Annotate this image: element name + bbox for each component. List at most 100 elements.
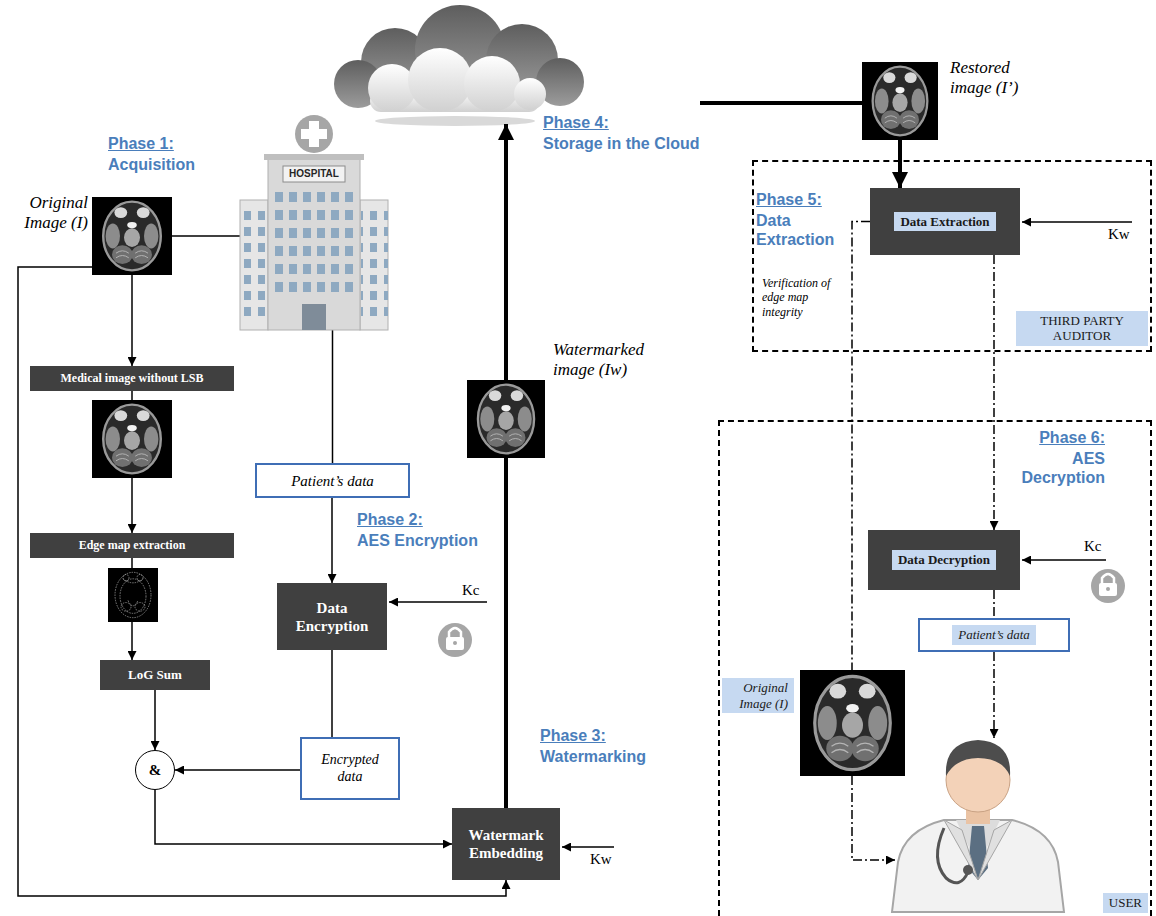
cloud-icon [464, 56, 520, 112]
hospital-building [240, 200, 268, 330]
connector [18, 267, 506, 896]
hospital-building [272, 188, 356, 296]
connector [175, 769, 300, 771]
lock-icon [1091, 569, 1125, 603]
node-text: Medical image without LSB [61, 371, 204, 385]
flow-line [700, 101, 862, 105]
process-box: Data Extraction [870, 188, 1020, 255]
data-box: Encrypted data [300, 737, 400, 800]
doctor-icon [946, 740, 1010, 776]
operator-circle: & [135, 750, 175, 790]
hospital-building [361, 208, 388, 320]
phase-number: Phase 1: [108, 134, 174, 153]
hospital-building [240, 115, 388, 330]
cloud-icon [368, 64, 416, 112]
doctor-icon [892, 820, 1064, 912]
node-text: Edge map extraction [79, 538, 186, 552]
image-caption: Watermarked image (Iw) [553, 340, 661, 379]
node-text: & [149, 761, 162, 779]
mri-image [467, 380, 545, 458]
lock-icon [1099, 583, 1117, 596]
connector [898, 140, 902, 188]
phase-title: Acquisition [108, 155, 195, 174]
edge-map-image [108, 568, 158, 622]
hospital-building [268, 156, 360, 330]
key-label: Kw [1108, 225, 1130, 243]
phase-title: Storage in the Cloud [543, 134, 699, 153]
process-box: LoG Sum [100, 660, 210, 690]
key-label: Kc [462, 581, 480, 599]
phase-number: Phase 2: [357, 510, 423, 529]
connector [331, 498, 333, 583]
lock-icon [1106, 587, 1110, 591]
building-sign: HOSPITAL [284, 167, 344, 181]
connector [331, 650, 333, 737]
doctor-icon [978, 820, 1012, 880]
cloud-icon [334, 5, 584, 126]
connector [852, 222, 870, 671]
node-text: LoG Sum [128, 667, 182, 683]
flow-line [993, 652, 995, 738]
connector [131, 275, 133, 366]
flow-line [389, 103, 1132, 860]
image-frame: Original Image (I) [92, 197, 172, 275]
mri-image [92, 197, 172, 275]
image-caption: Original Image (I) [8, 193, 88, 232]
phase-title: Watermarking [540, 747, 646, 766]
node-text: Data Decryption [892, 550, 996, 570]
lock-icon [449, 628, 461, 638]
flow-line [389, 601, 487, 603]
actor-region: USER Data DecryptionPatient’s dataOrigina… [718, 420, 1152, 916]
phase-title: Data Extraction [756, 211, 846, 249]
node-text: Patient’s data [952, 625, 1036, 645]
hospital-building: HOSPITAL [240, 112, 388, 330]
image-frame: Original Image (I) [800, 670, 905, 776]
image-frame: Restored image (I’) [862, 62, 938, 140]
process-box: Medical image without LSB [30, 366, 234, 391]
phase-number: Phase 4: [543, 113, 609, 132]
connector [993, 590, 995, 618]
phase-number: Phase 3: [540, 726, 606, 745]
image-caption: Original Image (I) [722, 678, 794, 713]
role-tag: USER [1103, 893, 1148, 913]
node-text: Data Extraction [894, 212, 995, 232]
key-label: Kc [1084, 537, 1102, 555]
process-box: Data Encryption [277, 583, 387, 650]
lock-icon [446, 637, 464, 650]
hospital-building [295, 115, 333, 153]
doctor-icon [963, 865, 973, 875]
node-text: Data Encryption [285, 599, 379, 635]
flow-line [562, 846, 614, 848]
data-box: Patient’s data [255, 463, 410, 498]
lock-icon [438, 623, 472, 657]
node-text: Watermark Embedding [460, 826, 552, 862]
lock-icon [1102, 574, 1114, 584]
node-text: Encrypted data [311, 752, 390, 786]
actor-region: THIRD PARTY AUDITORData Extraction [752, 160, 1152, 352]
process-box: Data Decryption [868, 530, 1020, 590]
note-text: Verification of edge map integrity [762, 276, 842, 319]
mri-image [862, 62, 938, 140]
data-box: Patient’s data [918, 618, 1070, 652]
key-label: Kw [590, 850, 612, 868]
hospital-building [264, 154, 364, 160]
flow-line [852, 776, 895, 860]
flow-line [1022, 559, 1106, 561]
mri-image [92, 400, 172, 478]
connector [993, 255, 995, 530]
node-text: Patient’s data [291, 472, 374, 490]
connector [504, 458, 508, 808]
flow-line [504, 124, 508, 380]
process-box: Watermark Embedding [452, 808, 560, 880]
phase-title: AES Decryption [1005, 449, 1105, 487]
lock-icon [1091, 569, 1125, 603]
hospital-building [302, 304, 326, 330]
hospital-building [283, 166, 345, 182]
lock-icon [453, 641, 457, 645]
connector [154, 690, 156, 750]
cloud-icon [408, 48, 472, 112]
doctor-icon [944, 820, 978, 880]
hospital-building [301, 129, 327, 139]
connector [332, 330, 334, 463]
phase-number: Phase 5: [756, 190, 822, 209]
